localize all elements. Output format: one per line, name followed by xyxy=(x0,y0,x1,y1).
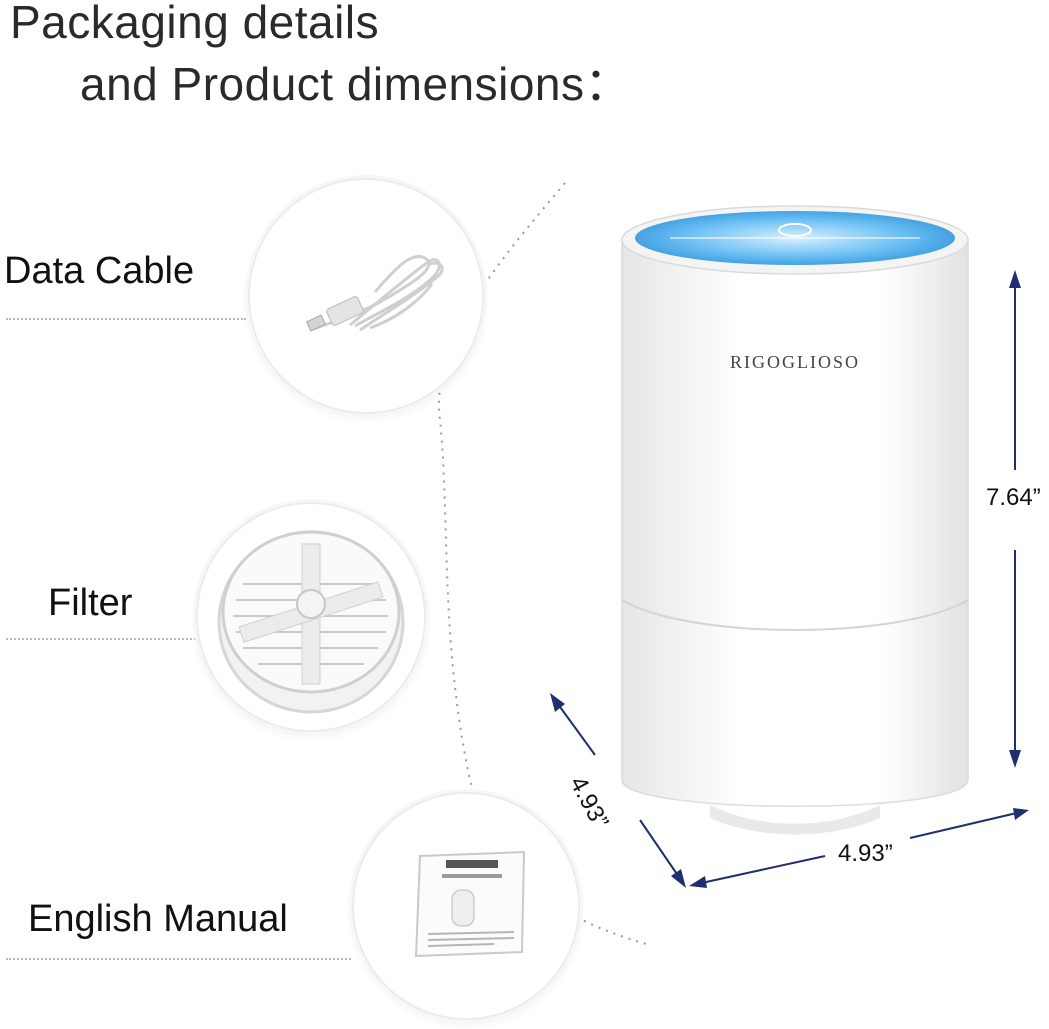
filter-circle xyxy=(196,502,426,732)
dotted-leader-3 xyxy=(6,958,351,960)
usb-cable-icon xyxy=(305,255,444,332)
title-line-2: and Product dimensions： xyxy=(80,58,632,110)
dotted-leader-2 xyxy=(6,638,196,640)
filter-icon xyxy=(217,530,405,714)
air-purifier-image xyxy=(621,205,969,835)
width-arrow xyxy=(689,808,1029,888)
manual-icon xyxy=(414,850,526,958)
data-cable-circle xyxy=(248,178,484,414)
depth-arrow xyxy=(550,693,686,888)
width-value: 4.93” xyxy=(838,840,893,867)
item-label-english-manual: English Manual xyxy=(28,898,288,940)
height-value: 7.64” xyxy=(986,484,1041,511)
item-label-data-cable: Data Cable xyxy=(4,250,195,292)
height-arrow xyxy=(1009,270,1021,768)
manual-circle xyxy=(352,792,580,1020)
brand-label: RIGOGLIOSO xyxy=(730,352,860,372)
dotted-leader-1 xyxy=(6,318,246,320)
title-line-1: Packaging details xyxy=(10,0,380,48)
item-label-filter: Filter xyxy=(48,582,133,624)
